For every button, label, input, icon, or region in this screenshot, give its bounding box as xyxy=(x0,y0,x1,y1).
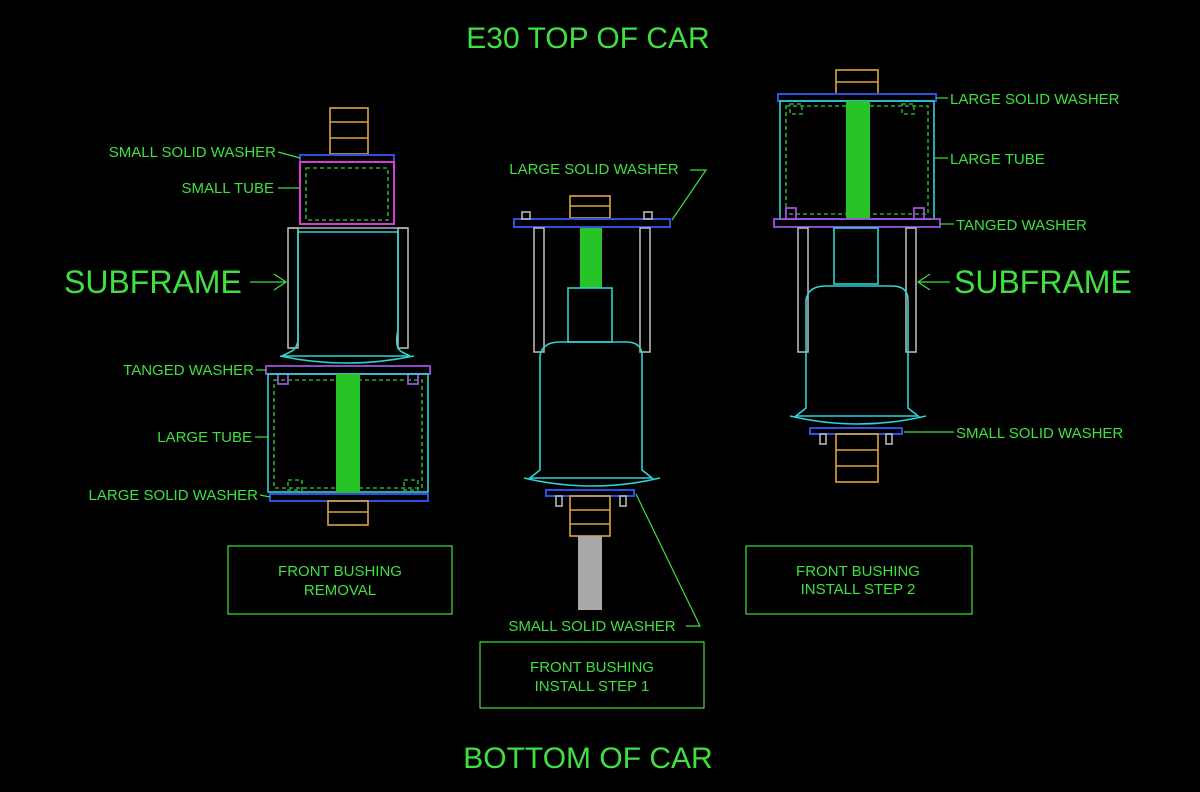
right-assembly xyxy=(773,69,941,483)
right-small-solid-washer-label: SMALL SOLID WASHER xyxy=(956,425,1123,442)
left-bushing xyxy=(281,231,411,357)
right-subframe xyxy=(797,227,917,353)
middle-threaded-rod xyxy=(578,536,602,610)
left-caption-line1: FRONT BUSHING xyxy=(278,563,402,580)
left-large-solid-washer-label: LARGE SOLID WASHER xyxy=(89,487,259,504)
middle-assembly xyxy=(513,195,671,610)
right-bushing-stem xyxy=(833,227,879,285)
left-tanged-washer-label: TANGED WASHER xyxy=(123,362,254,379)
middle-caption-box xyxy=(479,641,705,709)
middle-caption-line1: FRONT BUSHING xyxy=(530,659,654,676)
left-caption-line2: REMOVAL xyxy=(304,582,376,599)
left-small-tube xyxy=(299,161,395,225)
middle-subframe xyxy=(533,227,651,353)
title-top: E30 TOP OF CAR xyxy=(466,22,709,55)
middle-top-nut xyxy=(569,195,611,219)
right-caption-line1: FRONT BUSHING xyxy=(796,563,920,580)
middle-bottom-nut xyxy=(569,495,611,537)
right-small-solid-washer xyxy=(809,427,903,435)
right-subframe-arrow xyxy=(916,273,950,291)
middle-small-solid-washer xyxy=(545,489,635,497)
middle-bolt xyxy=(580,228,602,288)
left-tanged-washer xyxy=(265,365,431,375)
middle-large-solid-washer-label: LARGE SOLID WASHER xyxy=(509,161,679,178)
left-small-tube-label: SMALL TUBE xyxy=(181,180,274,197)
middle-caption-line2: INSTALL STEP 1 xyxy=(535,678,650,695)
middle-bushing-stem xyxy=(567,287,613,343)
right-bushing xyxy=(793,285,921,417)
right-top-nut xyxy=(835,69,879,95)
left-assembly xyxy=(265,107,431,526)
left-large-tube-label: LARGE TUBE xyxy=(157,429,252,446)
title-bottom: BOTTOM OF CAR xyxy=(463,742,712,775)
left-large-solid-washer xyxy=(269,493,429,502)
middle-bushing xyxy=(527,341,655,479)
left-caption-box xyxy=(227,545,453,615)
right-bottom-nut xyxy=(835,433,879,483)
right-bolt xyxy=(846,101,870,219)
right-subframe-label: SUBFRAME xyxy=(954,264,1132,300)
middle-large-solid-washer xyxy=(513,218,671,228)
right-tanged-washer xyxy=(773,218,941,228)
right-caption-box xyxy=(745,545,973,615)
left-small-solid-washer xyxy=(299,154,395,163)
right-tanged-washer-label: TANGED WASHER xyxy=(956,217,1087,234)
middle-small-solid-washer-label: SMALL SOLID WASHER xyxy=(508,618,675,635)
right-large-solid-washer xyxy=(777,93,937,102)
left-bolt xyxy=(336,374,360,494)
left-subframe-arrow xyxy=(250,273,288,291)
left-subframe xyxy=(287,227,409,349)
left-top-nut xyxy=(329,107,369,155)
right-caption-line2: INSTALL STEP 2 xyxy=(801,581,916,598)
right-large-solid-washer-label: LARGE SOLID WASHER xyxy=(950,91,1120,108)
left-small-solid-washer-label: SMALL SOLID WASHER xyxy=(109,144,276,161)
left-bottom-nut xyxy=(327,500,369,526)
left-subframe-label: SUBFRAME xyxy=(64,264,242,300)
right-large-tube-label: LARGE TUBE xyxy=(950,151,1045,168)
